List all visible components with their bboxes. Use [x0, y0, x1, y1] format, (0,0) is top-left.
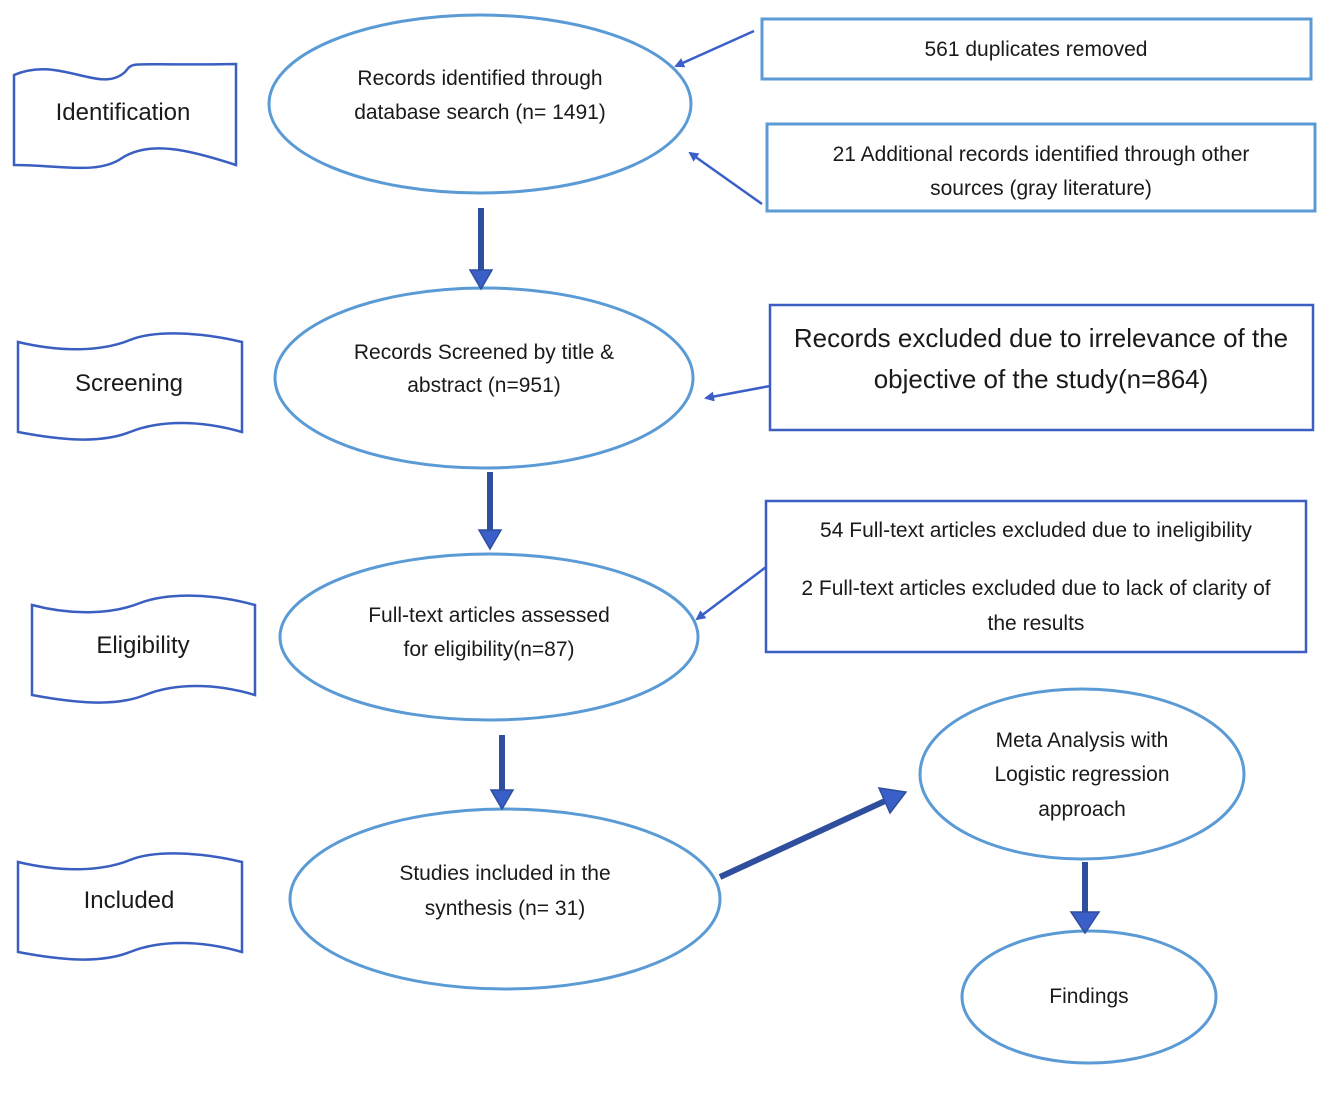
stage-label-eligibility: Eligibility — [96, 632, 189, 659]
node-findings: Findings — [960, 929, 1218, 1065]
arrow-included-to-meta — [718, 787, 908, 880]
node-screened-line-1: Records Screened by title & — [354, 341, 614, 364]
stage-label-screening: Screening — [75, 370, 183, 397]
box-fulltext-line-3: 2 Full-text articles excluded due to lac… — [801, 577, 1270, 600]
node-fulltext-line-2: for eligibility(n=87) — [404, 638, 575, 661]
node-meta-line-2: Logistic regression — [994, 763, 1169, 786]
box-irrelevance-line-1: Records excluded due to irrelevance of t… — [794, 323, 1288, 353]
arrow-screened-to-fulltext — [477, 472, 503, 551]
stage-banner-included: Included — [16, 852, 244, 961]
node-identified-line-2: database search (n= 1491) — [354, 101, 606, 124]
node-records-identified: Records identified through database sear… — [267, 13, 693, 195]
node-fulltext-assessed: Full-text articles assessed for eligibil… — [278, 552, 700, 722]
box-additional-line-2: sources (gray literature) — [930, 177, 1152, 200]
arrow-fulltext-to-included — [489, 735, 515, 811]
box-duplicates-removed: 561 duplicates removed — [760, 17, 1313, 81]
box-duplicates-line-1: 561 duplicates removed — [925, 38, 1148, 61]
box-fulltext-line-4: the results — [988, 612, 1085, 635]
node-meta-line-1: Meta Analysis with — [996, 729, 1169, 752]
node-meta-analysis: Meta Analysis with Logistic regression a… — [918, 687, 1246, 861]
arrow-fulltext-excl-to-assessed — [695, 566, 767, 621]
box-additional-records: 21 Additional records identified through… — [765, 122, 1317, 213]
node-included-line-1: Studies included in the — [399, 862, 610, 885]
node-meta-line-3: approach — [1038, 798, 1126, 821]
node-fulltext-line-1: Full-text articles assessed — [368, 604, 610, 627]
arrow-duplicates-to-identified — [674, 29, 755, 68]
stage-label-identification: Identification — [56, 99, 191, 126]
node-findings-label: Findings — [1049, 985, 1128, 1008]
node-studies-included: Studies included in the synthesis (n= 31… — [288, 807, 722, 991]
stage-banner-eligibility: Eligibility — [30, 594, 257, 704]
node-included-line-2: synthesis (n= 31) — [425, 897, 586, 920]
node-identified-line-1: Records identified through — [357, 67, 602, 90]
box-irrelevance-line-2: objective of the study(n=864) — [874, 364, 1209, 394]
arrow-additional-to-identified — [688, 151, 763, 206]
box-excluded-fulltext: 54 Full-text articles excluded due to in… — [764, 499, 1308, 654]
arrow-meta-to-findings — [1069, 862, 1101, 935]
box-fulltext-line-1: 54 Full-text articles excluded due to in… — [820, 519, 1252, 542]
stage-label-included: Included — [84, 887, 175, 914]
stage-banner-screening: Screening — [16, 332, 244, 441]
node-screened-line-2: abstract (n=951) — [407, 374, 561, 397]
stage-banner-identification: Identification — [12, 62, 238, 170]
box-additional-line-1: 21 Additional records identified through… — [833, 143, 1250, 166]
arrow-irrelevance-to-screened — [704, 384, 771, 402]
box-excluded-irrelevance: Records excluded due to irrelevance of t… — [768, 303, 1315, 432]
arrow-identified-to-screened — [468, 208, 494, 291]
node-records-screened: Records Screened by title & abstract (n=… — [273, 286, 695, 470]
